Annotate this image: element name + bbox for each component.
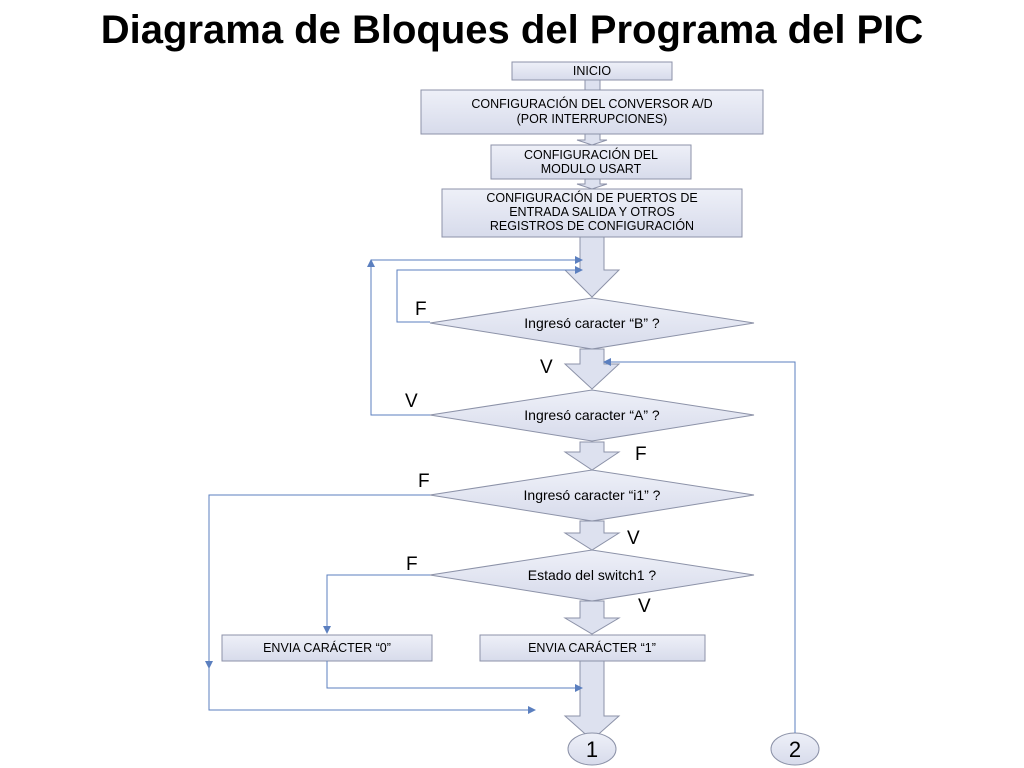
block-arrow bbox=[576, 178, 608, 190]
envia-0-box bbox=[221, 634, 433, 662]
config-puertos-label-3: REGISTROS DE CONFIGURACIÓN bbox=[490, 218, 694, 233]
decision-switch bbox=[429, 549, 755, 602]
decision-switch-label: Estado del switch1 ? bbox=[528, 567, 657, 583]
connector-2-label: 2 bbox=[789, 737, 801, 762]
config-ad-box bbox=[420, 89, 764, 135]
i1-false-path bbox=[205, 494, 430, 669]
switch-false-label: F bbox=[406, 554, 418, 575]
config-puertos-box bbox=[441, 188, 743, 238]
block-arrow bbox=[563, 600, 621, 635]
process-boxes bbox=[221, 61, 764, 662]
block-arrow bbox=[576, 133, 608, 146]
config-usart-label-2: MODULO USART bbox=[541, 162, 642, 176]
main-flow-arrows bbox=[563, 79, 621, 741]
i1-false-return bbox=[208, 668, 536, 714]
decision-a-label: Ingresó caracter “A” ? bbox=[524, 407, 660, 423]
decision-i1-label: Ingresó caracter “i1” ? bbox=[524, 487, 661, 503]
config-puertos-label-1: CONFIGURACIÓN DE PUERTOS DE bbox=[486, 190, 697, 205]
page-title: Diagrama de Bloques del Programa del PIC bbox=[100, 8, 924, 52]
decision-i1 bbox=[429, 469, 755, 522]
config-ad-label-2: (POR INTERRUPCIONES) bbox=[517, 112, 668, 126]
b-true-label: V bbox=[540, 357, 553, 378]
i1-true-label: V bbox=[627, 528, 640, 549]
block-arrow bbox=[563, 520, 621, 551]
envia-0-label: ENVIA CARÁCTER “0” bbox=[263, 640, 391, 655]
config-usart-box bbox=[490, 144, 692, 180]
a-true-label: V bbox=[405, 391, 418, 412]
decision-diamonds bbox=[429, 297, 755, 602]
connector-2-return bbox=[603, 358, 796, 733]
decision-b-label: Ingresó caracter “B” ? bbox=[524, 315, 660, 331]
switch-true-label: V bbox=[638, 596, 651, 617]
decision-b bbox=[429, 297, 755, 350]
config-usart-label-1: CONFIGURACIÓN DEL bbox=[524, 147, 658, 162]
block-arrow bbox=[563, 441, 621, 471]
connector-1 bbox=[567, 732, 617, 766]
connector-lines bbox=[205, 256, 796, 733]
inicio-label: INICIO bbox=[573, 64, 611, 78]
connectors bbox=[567, 732, 820, 766]
inicio-box bbox=[511, 61, 673, 81]
envia-1-label: ENVIA CARÁCTER “1” bbox=[528, 640, 656, 655]
block-arrow bbox=[563, 236, 621, 298]
block-arrow bbox=[563, 348, 621, 390]
i1-false-label: F bbox=[418, 471, 430, 492]
a-false-label: F bbox=[635, 444, 647, 465]
envia-0-return bbox=[326, 661, 583, 692]
connector-1-label: 1 bbox=[586, 737, 598, 762]
b-false-label: F bbox=[415, 299, 427, 320]
switch-false-path bbox=[323, 574, 430, 634]
loop-a-true bbox=[367, 259, 430, 416]
block-arrow bbox=[563, 660, 621, 741]
loop-b-false bbox=[396, 266, 583, 323]
decision-a bbox=[429, 389, 755, 442]
envia-1-box bbox=[479, 634, 706, 662]
config-puertos-label-2: ENTRADA SALIDA Y OTROS bbox=[509, 205, 675, 219]
config-ad-label-1: CONFIGURACIÓN DEL CONVERSOR A/D bbox=[471, 96, 712, 111]
